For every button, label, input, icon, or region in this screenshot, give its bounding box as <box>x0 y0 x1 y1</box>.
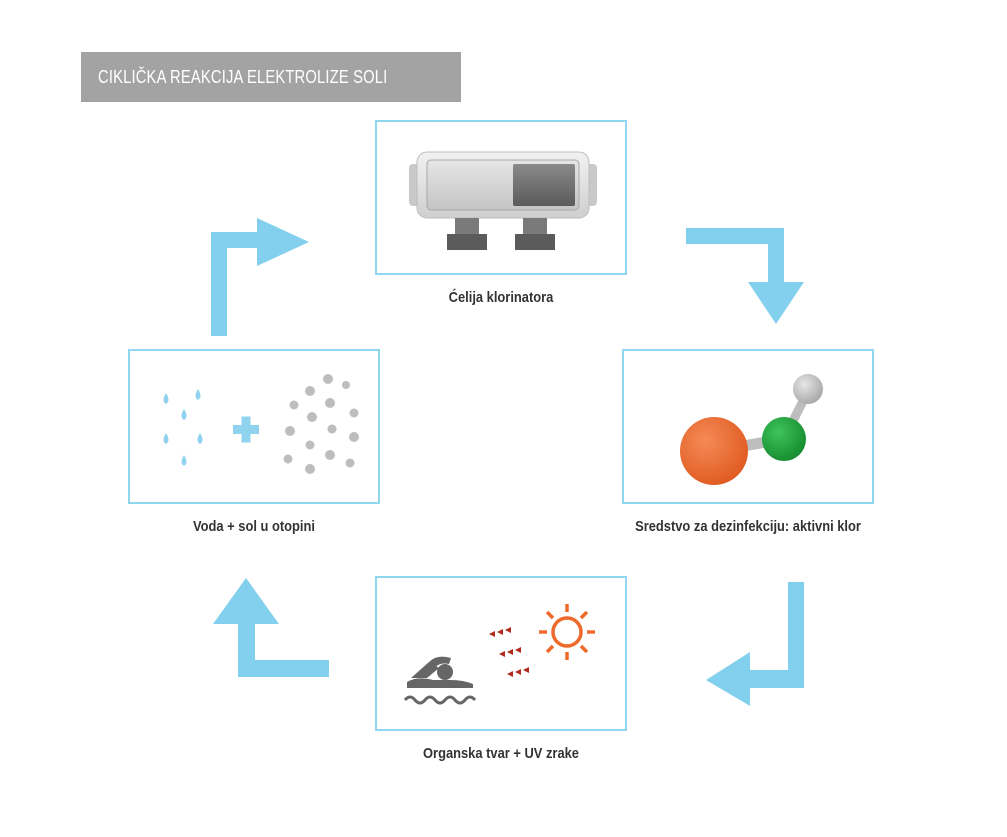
arrow-organic-to-water-salt <box>213 578 329 677</box>
node-disinfectant <box>622 349 874 504</box>
caption-water-salt: Voda + sol u otopini <box>193 518 315 535</box>
diagram-title-bar: CIKLIČKA REAKCIJA ELEKTROLIZE SOLI <box>81 52 461 102</box>
waves-icon <box>403 695 477 705</box>
swimmer-icon <box>407 656 473 688</box>
water-salt-icon <box>163 374 359 474</box>
sun-icon <box>539 604 595 660</box>
diagram-title: CIKLIČKA REAKCIJA ELEKTROLIZE SOLI <box>98 66 388 87</box>
uv-rays-icon <box>489 627 529 677</box>
swimmer-sun-icon <box>403 604 595 705</box>
arrow-water-salt-to-chlorinator <box>211 218 309 336</box>
salt-crystals-icon <box>283 374 359 474</box>
node-chlorinator <box>375 120 627 275</box>
water-drops-icon <box>163 389 203 466</box>
caption-disinfectant: Sredstvo za dezinfekciju: aktivni klor <box>635 518 861 535</box>
arrow-chlorinator-to-disinfectant <box>686 228 804 324</box>
molecule-icon <box>680 374 823 485</box>
chlorinator-cell-icon <box>409 151 597 250</box>
plus-icon <box>233 416 259 443</box>
arrow-disinfectant-to-organic <box>706 582 804 706</box>
caption-organic: Organska tvar + UV zrake <box>423 745 579 762</box>
caption-chlorinator: Ćelija klorinatora <box>448 289 554 306</box>
node-water-salt <box>128 349 380 504</box>
node-organic <box>375 576 627 731</box>
